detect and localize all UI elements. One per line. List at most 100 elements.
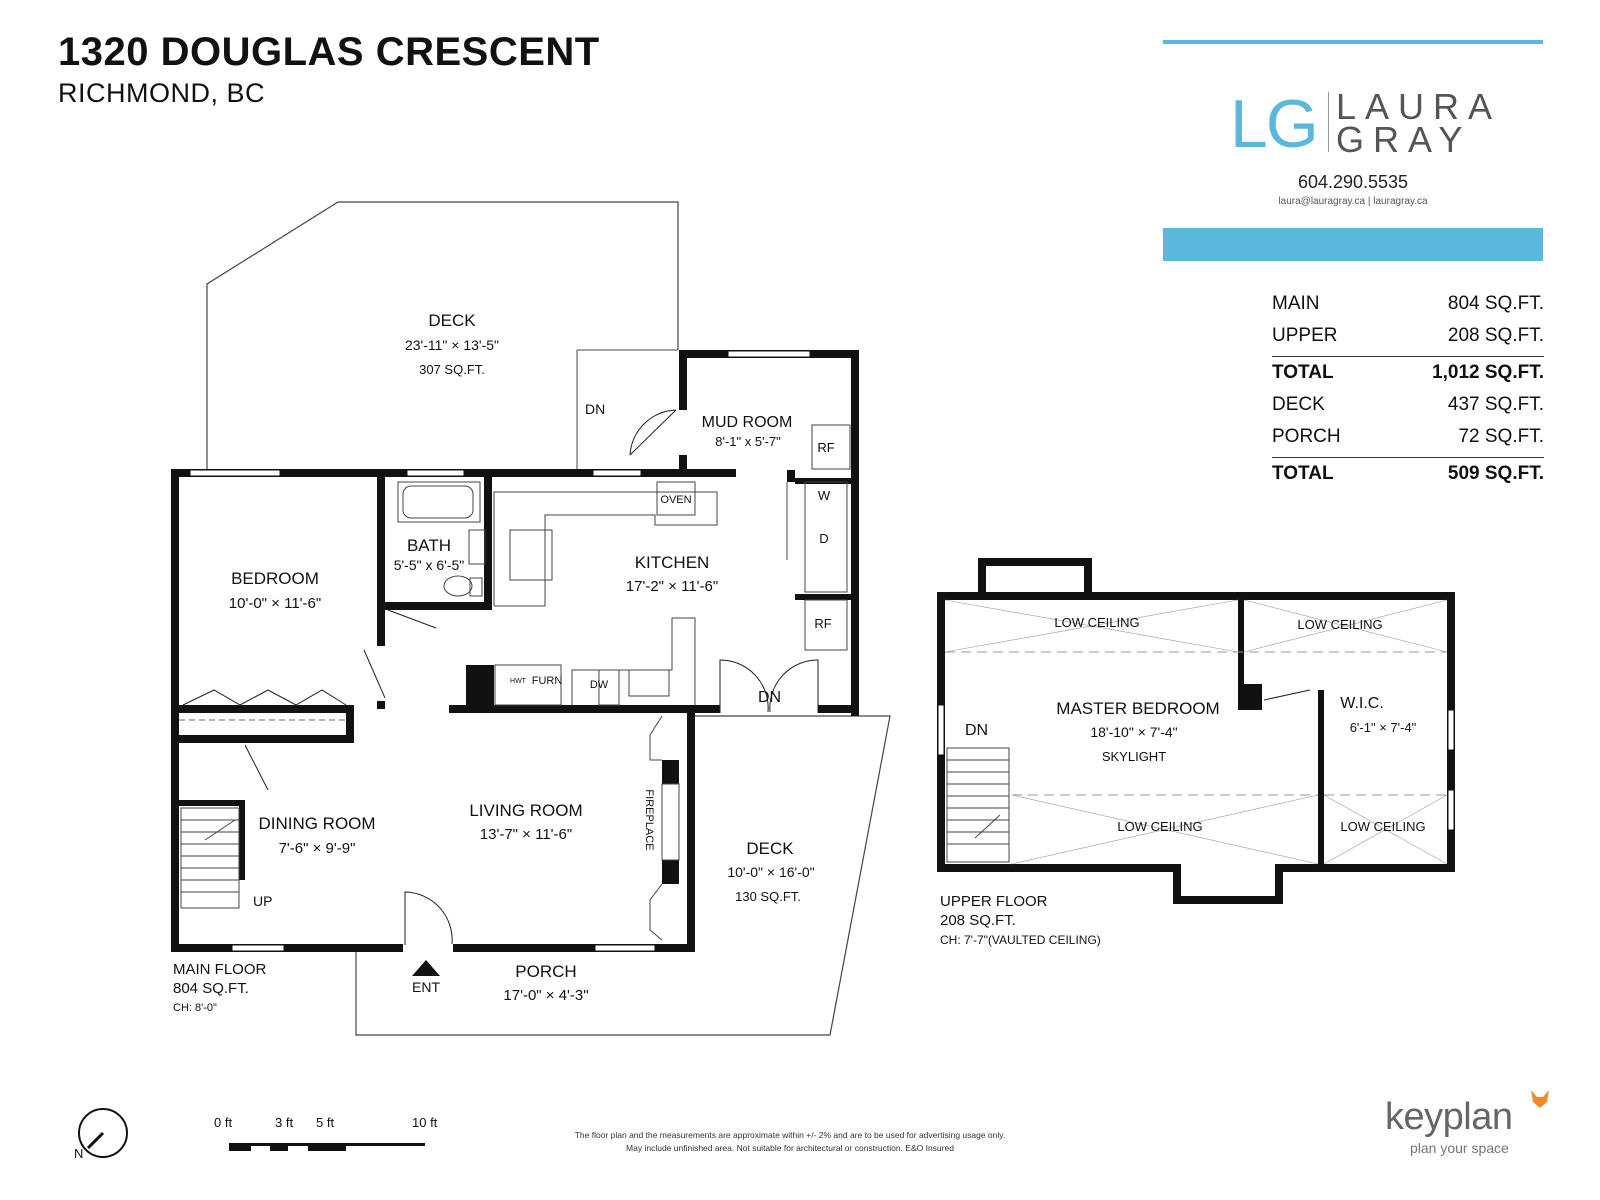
fixture-dryer-label: D [819,531,828,546]
fixture-washer-label: W [818,488,831,503]
summary-label: TOTAL [1272,463,1334,484]
summary-row-porch: PORCH 72 SQ.FT. [1272,421,1544,453]
fixture-hwt-label: HWT [510,678,527,685]
stair-dn-deck-label: DN [585,401,605,417]
disclaimer-line-1: The floor plan and the measurements are … [574,1130,1006,1140]
keyplan-fox-icon [1531,1090,1549,1108]
brand-first-name: LAURA [1336,86,1502,127]
room-mud-room-dims: 8'-1" x 5'-7" [715,434,781,449]
room-bath-name: BATH [407,536,451,555]
room-bath-dims: 5'-5" x 6'-5" [394,557,465,573]
room-mud-room-name: MUD ROOM [702,414,793,431]
scale-tick-0: 0 ft [214,1115,232,1130]
summary-label: UPPER [1272,325,1338,346]
entrance-arrow-icon [412,960,440,976]
room-bedroom-dims: 10'-0" × 11'-6" [229,595,321,612]
fixture-furn-label: FURN [532,675,563,687]
stair-dn-side-label: DN [758,689,781,706]
brand-bottom-bar [1163,228,1543,261]
room-deck-side-dims: 10'-0" × 16'-0" [727,864,814,880]
brand-phone: 604.290.5535 [1297,172,1409,192]
summary-row-total-outdoor: TOTAL 509 SQ.FT. [1272,457,1544,490]
summary-label: TOTAL [1272,362,1334,383]
upper-floor-caption-area: 208 SQ.FT. [940,912,1016,929]
room-living-room-dims: 13'-7" × 11'-6" [480,826,572,843]
upper-stairs [946,747,1010,863]
main-stairs [180,807,240,909]
area-summary: MAIN 804 SQ.FT. UPPER 208 SQ.FT. TOTAL 1… [1272,288,1544,490]
summary-row-deck: DECK 437 SQ.FT. [1272,389,1544,421]
brand-last-name: GRAY [1336,119,1472,160]
summary-value: 509 SQ.FT. [1447,463,1544,484]
room-kitchen-name: KITCHEN [635,553,710,572]
summary-value: 437 SQ.FT. [1447,394,1544,415]
upper-floor-caption-ceiling: CH: 7'-7"(VAULTED CEILING) [940,933,1101,947]
compass-north-label: N [74,1146,83,1161]
fixture-dw-label: DW [590,679,609,691]
summary-label: DECK [1272,394,1325,415]
room-dining-room-name: DINING ROOM [258,814,375,833]
room-porch-name: PORCH [515,962,576,981]
summary-row-upper: UPPER 208 SQ.FT. [1272,320,1544,352]
upper-low-ceiling-2: LOW CEILING [1297,617,1382,632]
main-floor-caption-area: 804 SQ.FT. [173,980,249,997]
brand-separator [1328,92,1329,152]
disclaimer: The floor plan and the measurements are … [520,1129,1060,1155]
door-swings [244,409,1311,945]
property-address: 1320 DOUGLAS CRESCENT [58,30,600,74]
room-wic-name: W.I.C. [1340,695,1384,712]
closet-bifold-doors [182,689,347,706]
property-city: RICHMOND, BC [58,78,265,108]
keyplan-logo: keyplan [1385,1096,1513,1138]
room-wic-dims: 6'-1" × 7'-4" [1350,720,1417,735]
upper-low-ceiling-1: LOW CEILING [1054,615,1139,630]
fixture-oven-label: OVEN [660,494,691,506]
room-deck-side-area: 130 SQ.FT. [735,889,801,904]
main-floor-caption-ceiling: CH: 8'-0" [173,1002,217,1014]
summary-value: 804 SQ.FT. [1447,293,1544,314]
upper-stair-dn-label: DN [965,722,988,739]
keyplan-tagline: plan your space [1410,1140,1509,1156]
brand-contact: laura@lauragray.ca | lauragray.ca [1278,196,1428,207]
room-living-room-name: LIVING ROOM [469,801,582,820]
room-deck-top-dims: 23'-11" × 13'-5" [405,337,499,353]
room-deck-top-name: DECK [428,311,476,330]
deck-top-outline [206,201,679,473]
upper-low-ceiling-4: LOW CEILING [1340,819,1425,834]
bath-fixtures [397,481,486,597]
room-deck-side-name: DECK [746,839,794,858]
scale-bar [229,1143,425,1151]
summary-row-main: MAIN 804 SQ.FT. [1272,288,1544,320]
fixture-rf-kitchen-label: RF [814,616,831,631]
summary-value: 1,012 SQ.FT. [1432,362,1544,383]
room-master-name: MASTER BEDROOM [1056,699,1219,718]
upper-floor-windows [937,704,1455,831]
room-bedroom-name: BEDROOM [231,569,319,588]
kitchen-counters [493,424,851,706]
low-ceiling-lines [944,599,1448,865]
door-openings [375,410,818,954]
disclaimer-line-2: May include unfinished area. Not suitabl… [626,1143,954,1153]
brand-top-bar [1163,40,1543,44]
north-compass-icon [78,1108,128,1158]
scale-tick-3: 3 ft [275,1115,293,1130]
brand-monogram: LG [1230,86,1319,162]
upper-floor-caption-name: UPPER FLOOR [940,893,1048,910]
summary-label: PORCH [1272,426,1341,447]
summary-value: 208 SQ.FT. [1447,325,1544,346]
room-dining-room-dims: 7'-6" × 9'-9" [279,840,356,857]
room-deck-top-area: 307 SQ.FT. [419,362,485,377]
main-floor-windows [189,350,811,952]
scale-tick-5: 5 ft [316,1115,334,1130]
room-kitchen-dims: 17'-2" × 11'-6" [626,578,718,595]
entrance-label: ENT [412,979,440,995]
room-master-note: SKYLIGHT [1102,749,1166,764]
room-master-dims: 18'-10" × 7'-4" [1090,724,1177,740]
stair-up-label: UP [253,893,272,909]
summary-row-total-living: TOTAL 1,012 SQ.FT. [1272,356,1544,389]
summary-value: 72 SQ.FT. [1458,426,1544,447]
scale-tick-10: 10 ft [412,1115,438,1130]
fixture-fireplace-label: FIREPLACE [643,789,655,850]
fireplace [649,715,680,941]
